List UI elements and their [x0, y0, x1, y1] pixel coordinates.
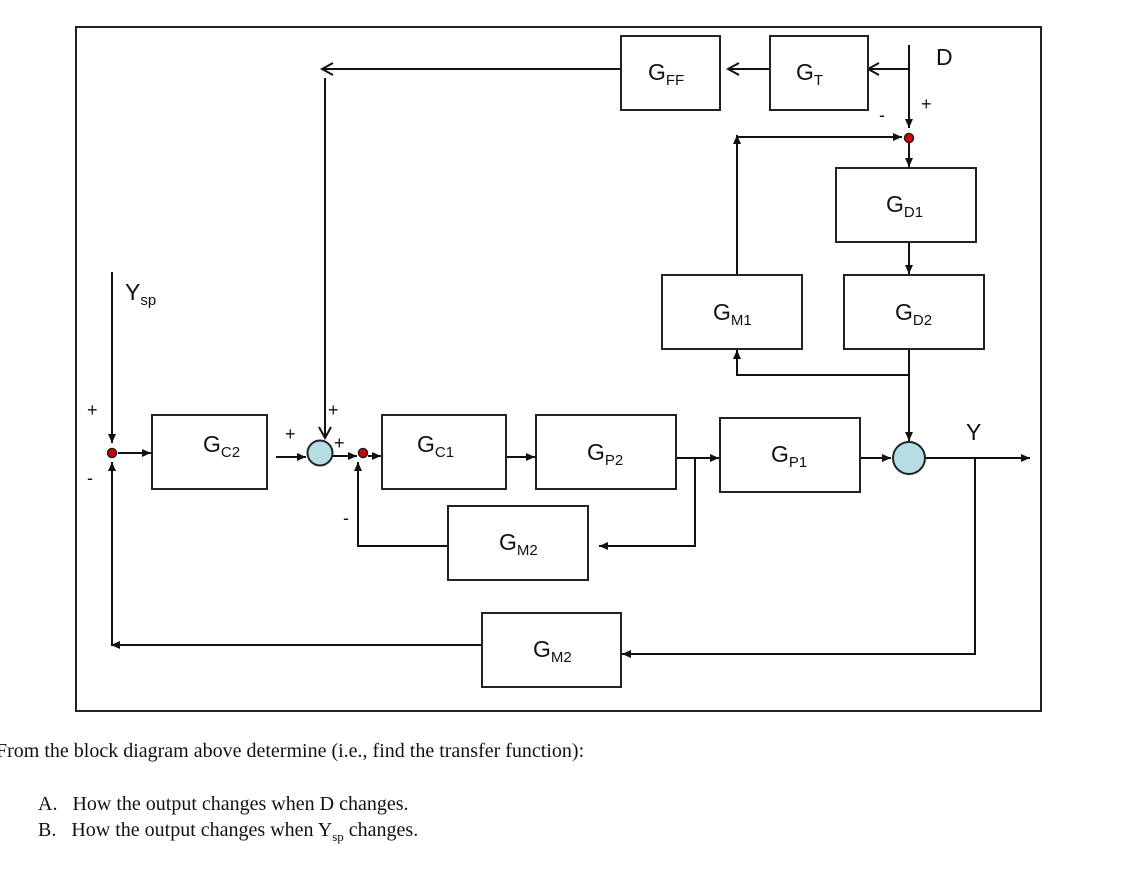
block-gff: GFF [620, 35, 721, 111]
question-item-b: B. How the output changes when Ysp chang… [38, 819, 418, 845]
label-ysp: Ysp [125, 279, 156, 309]
block-gt: GT [769, 35, 869, 111]
sign-minus-gm2: - [87, 468, 93, 488]
svg-text:GD1: GD1 [886, 191, 923, 221]
sign-minus-inner: - [343, 508, 349, 528]
block-gc2: GC2 [151, 414, 268, 490]
sign-plus-summer-out: + [334, 433, 345, 453]
summing-junction-output [892, 441, 926, 475]
svg-text:GFF: GFF [648, 59, 684, 89]
svg-text:GC2: GC2 [203, 431, 240, 461]
question-item-a: A. How the output changes when D changes… [38, 793, 408, 816]
wire-y-to-gm2 [622, 458, 976, 658]
question-prompt: From the block diagram above determine (… [0, 740, 585, 762]
block-gc1: GC1 [381, 414, 507, 490]
junction-dot-disturbance [903, 132, 915, 144]
svg-text:GT: GT [796, 59, 823, 89]
label-d: D [936, 44, 953, 70]
item-text: How the output changes when Ysp changes. [71, 819, 419, 844]
svg-text:GP2: GP2 [587, 439, 623, 469]
item-marker: A. [38, 793, 58, 815]
svg-text:GM1: GM1 [713, 299, 752, 329]
sign-plus-ysp: + [87, 400, 98, 420]
block-gm1: GM1 [661, 274, 803, 350]
sign-plus-d: + [921, 94, 932, 114]
wire-to-gm2-inner [599, 458, 696, 550]
svg-text:GM2: GM2 [499, 529, 538, 559]
diagram-frame [75, 26, 1042, 712]
sign-plus-ff: + [328, 400, 339, 420]
junction-dot-inner [357, 447, 369, 459]
block-gm2-outer: GM2 [481, 612, 622, 688]
svg-text:GD2: GD2 [895, 299, 932, 329]
label-y: Y [966, 419, 981, 445]
item-marker: B. [38, 819, 57, 841]
block-gd1: GD1 [835, 167, 977, 243]
svg-text:GM2: GM2 [533, 636, 572, 666]
wire-gm2-inner-feedback [354, 462, 448, 547]
wire-to-gm1 [733, 350, 909, 376]
block-gp2: GP2 [535, 414, 677, 490]
svg-text:GC1: GC1 [417, 431, 454, 461]
sign-minus-gm1: - [879, 105, 885, 125]
sign-plus-gc2: + [285, 424, 296, 444]
block-gd2: GD2 [843, 274, 985, 350]
junction-dot-setpoint [106, 447, 118, 459]
summing-junction-feedforward [306, 439, 334, 467]
wires [108, 45, 1030, 658]
block-gm2-inner: GM2 [447, 505, 589, 581]
block-gp1: GP1 [719, 417, 861, 493]
item-text: How the output changes when D changes. [72, 793, 409, 815]
svg-text:GP1: GP1 [771, 441, 807, 471]
